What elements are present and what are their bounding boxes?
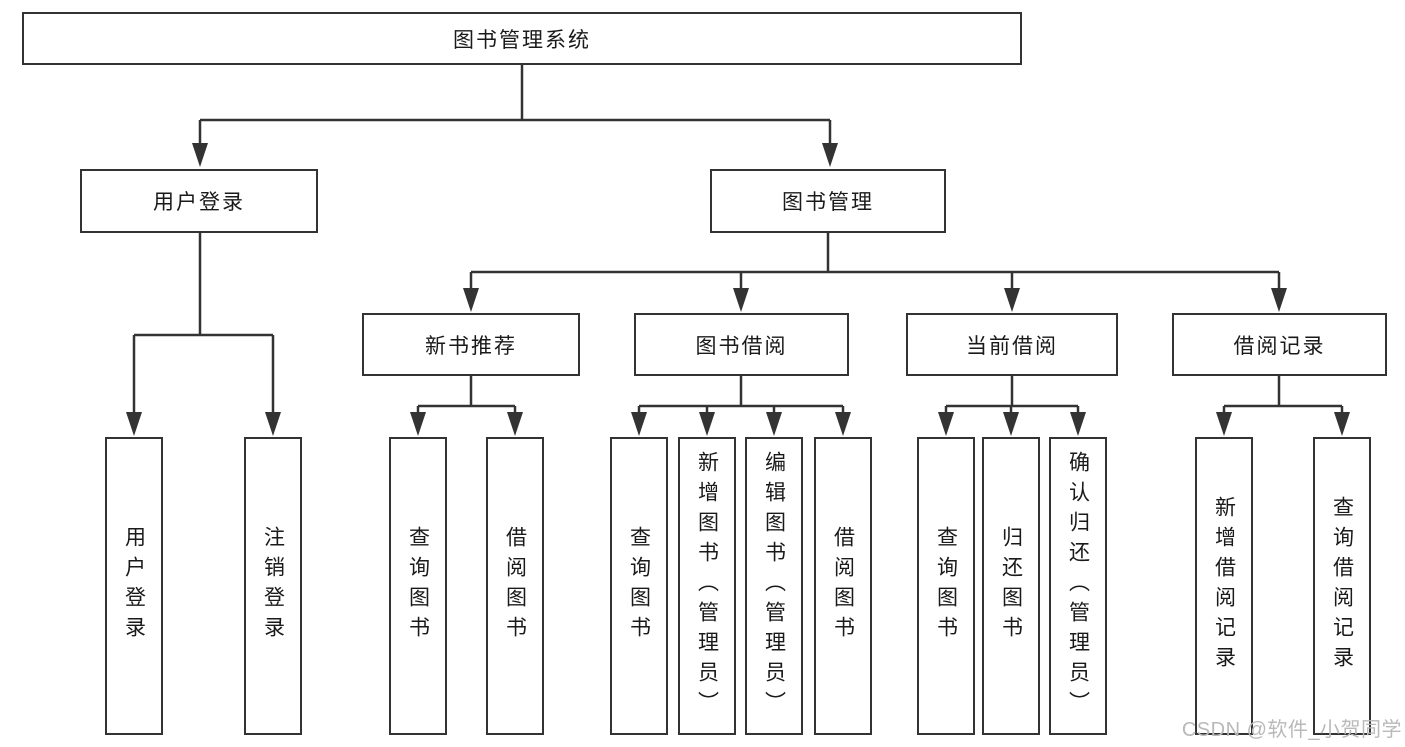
node-current-borrow: 当前借阅 (906, 313, 1118, 376)
leaf-label: 用户登录 (122, 526, 146, 646)
node-root-system: 图书管理系统 (22, 12, 1022, 65)
leaf-logout: 注销登录 (244, 437, 302, 735)
leaf-label: 新增图书（管理员） (695, 451, 719, 721)
csdn-watermark: CSDN @软件_小贺同学 (1181, 719, 1402, 741)
leaf-label: 借阅图书 (831, 526, 855, 646)
node-label: 新书推荐 (425, 334, 517, 358)
node-book-management: 图书管理 (710, 169, 946, 233)
node-label: 当前借阅 (966, 334, 1058, 358)
node-label: 借阅记录 (1233, 334, 1326, 358)
leaf-label: 确认归还（管理员） (1066, 451, 1090, 721)
leaf-query-books-recommend: 查询图书 (389, 437, 447, 735)
leaf-borrow-books: 借阅图书 (814, 437, 872, 735)
leaf-label: 注销登录 (261, 526, 285, 646)
leaf-confirm-return-admin: 确认归还（管理员） (1049, 437, 1107, 735)
leaf-add-books-admin: 新增图书（管理员） (678, 437, 736, 735)
leaf-label: 借阅图书 (503, 526, 527, 646)
leaf-label: 查询图书 (627, 526, 651, 646)
leaf-edit-books-admin: 编辑图书（管理员） (745, 437, 803, 735)
node-new-book-recommend: 新书推荐 (362, 313, 580, 376)
node-label: 用户登录 (153, 191, 245, 214)
leaf-label: 编辑图书（管理员） (762, 451, 786, 721)
leaf-query-books-current: 查询图书 (917, 437, 975, 735)
leaf-label: 归还图书 (999, 526, 1023, 646)
leaf-label: 新增借阅记录 (1212, 496, 1236, 676)
leaf-label: 查询图书 (406, 526, 430, 646)
node-book-borrow: 图书借阅 (634, 313, 849, 376)
leaf-user-login: 用户登录 (105, 437, 163, 735)
node-label: 图书管理系统 (453, 28, 591, 52)
leaf-add-borrow-record: 新增借阅记录 (1195, 437, 1253, 735)
leaf-query-borrow-record: 查询借阅记录 (1313, 437, 1371, 735)
node-user-login: 用户登录 (80, 169, 318, 233)
leaf-borrow-books-recommend: 借阅图书 (486, 437, 544, 735)
leaf-label: 查询图书 (934, 526, 958, 646)
leaf-return-books: 归还图书 (982, 437, 1040, 735)
node-label: 图书管理 (782, 191, 874, 214)
node-label: 图书借阅 (695, 334, 788, 358)
leaf-label: 查询借阅记录 (1330, 496, 1354, 676)
node-borrow-record: 借阅记录 (1172, 313, 1387, 376)
leaf-query-books-borrow: 查询图书 (610, 437, 668, 735)
